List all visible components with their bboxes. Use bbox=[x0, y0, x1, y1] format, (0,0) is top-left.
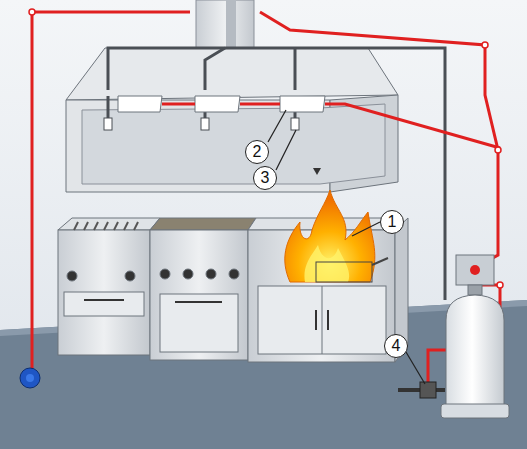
callout-circle: 2 bbox=[245, 140, 269, 164]
fuel-valve bbox=[398, 382, 445, 398]
hood-marker bbox=[313, 168, 321, 175]
pull-button bbox=[26, 374, 34, 382]
detector-brackets bbox=[118, 96, 325, 112]
nozzles bbox=[104, 118, 299, 130]
detection-line bbox=[32, 12, 500, 385]
hood-inner bbox=[82, 104, 385, 184]
callout-number: 4 bbox=[392, 337, 401, 355]
callout-number: 1 bbox=[388, 213, 397, 231]
callout-circle: 3 bbox=[253, 166, 277, 190]
agent-cylinder bbox=[441, 255, 509, 418]
leader-lines bbox=[268, 110, 425, 384]
callout-number: 2 bbox=[253, 143, 262, 161]
hood-top bbox=[66, 48, 398, 100]
fryer-fire bbox=[285, 190, 388, 282]
callout-circle: 4 bbox=[384, 334, 408, 358]
callout-number: 3 bbox=[261, 169, 270, 187]
callout-circle: 1 bbox=[380, 210, 404, 234]
manual-pull-station bbox=[20, 368, 40, 388]
